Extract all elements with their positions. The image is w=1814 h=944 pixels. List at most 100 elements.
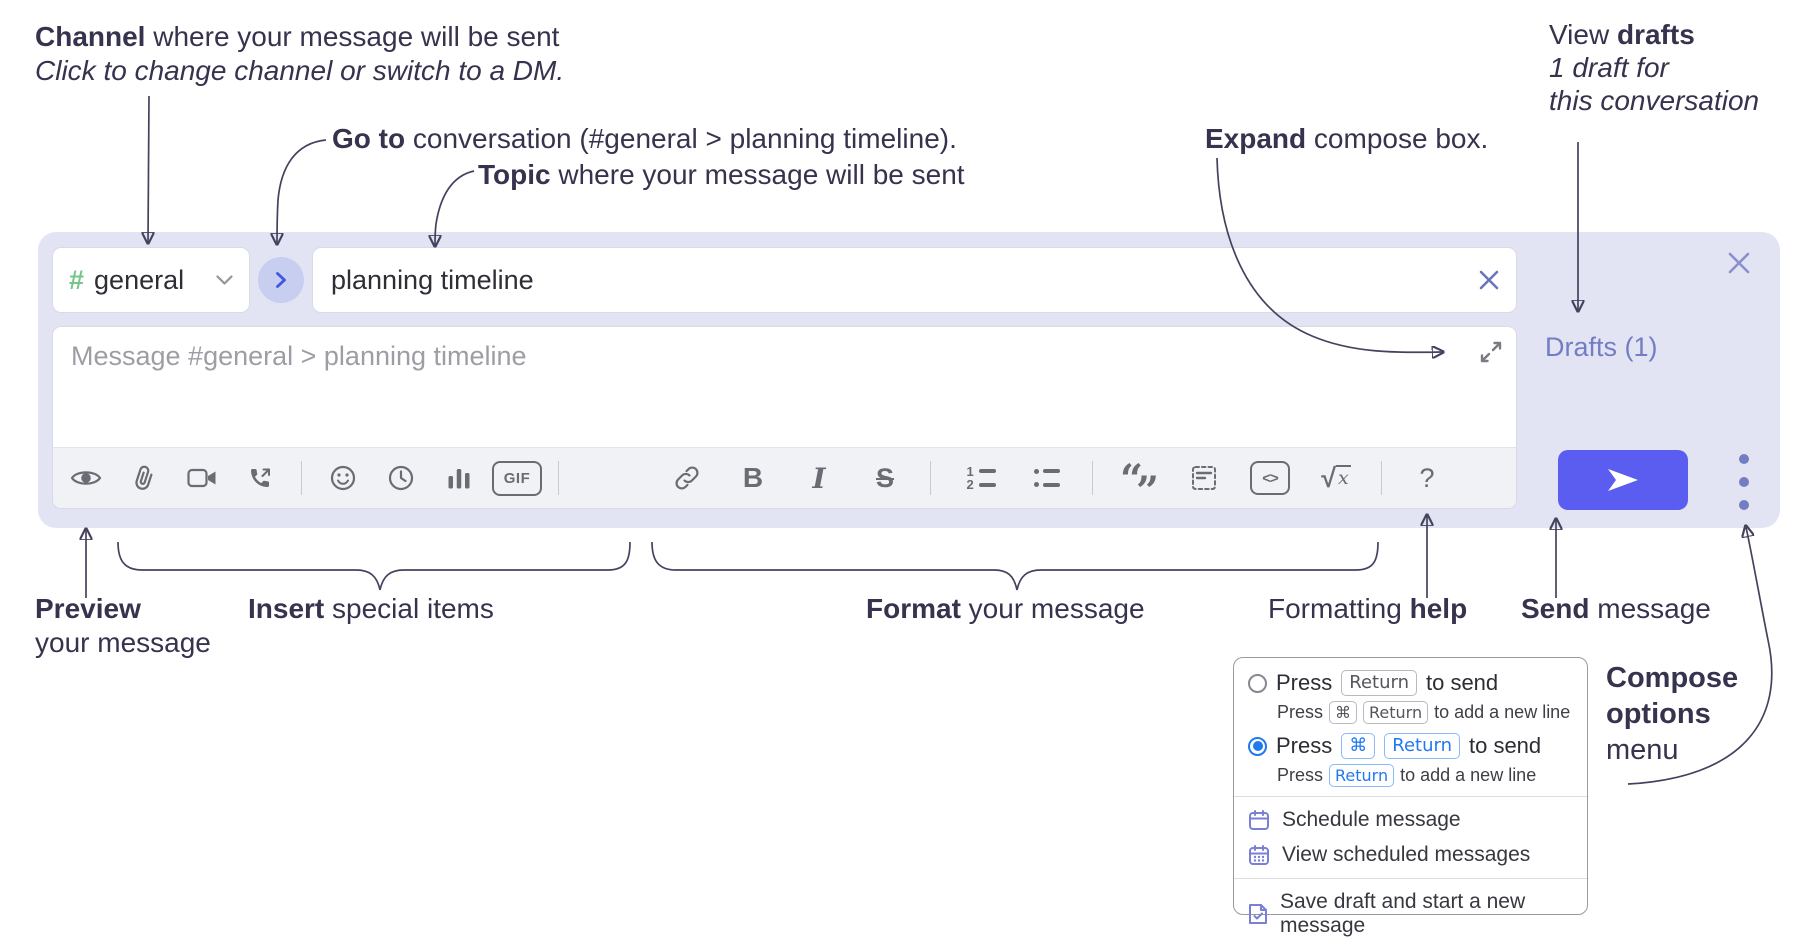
channel-annotation-line2: Click to change channel or switch to a D… <box>35 55 565 86</box>
channel-name: general <box>94 264 185 295</box>
chevron-right-icon <box>276 272 286 288</box>
clear-topic-icon[interactable] <box>1476 267 1502 293</box>
send-button[interactable] <box>1558 450 1688 510</box>
poll-icon[interactable] <box>430 455 488 501</box>
compose-options-rest: menu <box>1606 734 1679 766</box>
quote-close-glyph: ” <box>1135 468 1159 509</box>
channel-hash-icon: # <box>69 264 85 295</box>
bulleted-list-icon[interactable] <box>1014 455 1080 501</box>
formatting-help-pre: Formatting <box>1268 593 1410 624</box>
chevron-down-icon <box>216 274 233 285</box>
gif-icon[interactable]: GIF <box>488 455 546 501</box>
preview-icon[interactable] <box>57 455 115 501</box>
expand-annotation-bold: Expand <box>1205 123 1307 154</box>
bold-icon[interactable]: B <box>742 462 764 493</box>
spoiler-icon[interactable] <box>1171 455 1237 501</box>
return-key-blue: Return <box>1384 733 1460 759</box>
topic-input[interactable] <box>313 264 1476 296</box>
drafts-link[interactable]: Drafts (1) <box>1545 332 1658 362</box>
quote-icon[interactable]: “” <box>1105 455 1171 509</box>
formatting-help-bold: help <box>1409 593 1468 624</box>
close-compose-button[interactable] <box>1724 248 1754 278</box>
go-to-conversation-button[interactable] <box>258 257 304 303</box>
compose-options-menu: Press Return to send Press ⌘ Return to a… <box>1233 657 1588 937</box>
view-drafts-line3: this conversation <box>1549 85 1760 116</box>
send-icon <box>1608 469 1638 491</box>
press-label: Press <box>1276 733 1333 758</box>
press-label: Press <box>1277 765 1324 785</box>
press-label: Press <box>1277 702 1324 722</box>
preview-annotation: Preview your message <box>35 592 211 660</box>
to-newline-label: to add a new line <box>1434 702 1571 722</box>
send-annotation: Send message <box>1521 592 1711 626</box>
channel-arrow <box>148 95 149 242</box>
numbered-list-icon[interactable]: 1 2 <box>948 455 1014 501</box>
ol-digit-1: 1 <box>966 463 974 479</box>
view-drafts-bold: drafts <box>1616 19 1695 50</box>
format-brace <box>651 541 1379 591</box>
expand-compose-icon[interactable] <box>1478 339 1504 365</box>
topic-annotation-bold: Topic <box>478 159 551 190</box>
compose-options-annotation: Compose options menu <box>1606 660 1738 768</box>
return-key: Return <box>1341 670 1417 696</box>
goto-annotation-bold: Go to <box>332 123 406 154</box>
view-scheduled-messages-item[interactable]: View scheduled messages <box>1248 843 1573 867</box>
insert-annotation-bold: Insert <box>248 593 325 624</box>
toolbar-divider <box>301 461 302 495</box>
menu-divider <box>1234 796 1587 797</box>
radio-unselected-icon[interactable] <box>1248 673 1267 693</box>
channel-selector[interactable]: # general <box>52 247 250 313</box>
save-draft-label: Save draft and start a new message <box>1280 890 1526 937</box>
format-annotation: Format your message <box>866 592 1145 626</box>
to-send-label: to send <box>1425 670 1499 695</box>
goto-arrow <box>277 139 327 243</box>
topic-input-wrapper <box>312 247 1517 313</box>
cmd-enter-sends-option[interactable]: Press ⌘ Return to send <box>1248 733 1573 759</box>
close-icon <box>1728 252 1750 274</box>
compose-options-bold1: Compose <box>1606 662 1739 694</box>
toolbar-divider <box>930 461 931 495</box>
math-icon[interactable]: √x <box>1303 455 1369 501</box>
to-newline-label: to add a new line <box>1400 765 1537 785</box>
cmd-key-blue: ⌘ <box>1341 733 1376 759</box>
radio-selected-icon[interactable] <box>1248 736 1267 756</box>
enter-sends-option[interactable]: Press Return to send <box>1248 670 1573 696</box>
compose-options-button[interactable] <box>1739 454 1749 510</box>
goto-annotation-rest: conversation (#general > planning timeli… <box>405 123 957 154</box>
calendar-dots-icon <box>1249 845 1269 865</box>
topic-annotation-rest: where your message will be sent <box>550 159 965 190</box>
cmd-enter-sends-subtext: Press Return to add a new line <box>1277 764 1573 787</box>
return-key: Return <box>1363 701 1429 724</box>
channel-annotation-rest: where your message will be sent <box>145 21 560 52</box>
channel-annotation-bold: Channel <box>35 21 146 52</box>
attach-file-icon[interactable] <box>109 447 178 508</box>
message-input[interactable] <box>53 327 1516 442</box>
link-icon[interactable] <box>654 455 720 501</box>
compose-options-bold2: options <box>1606 698 1711 730</box>
schedule-message-item[interactable]: Schedule message <box>1248 808 1573 832</box>
italic-icon[interactable]: I <box>812 461 826 495</box>
compose-box: # general <box>38 232 1780 528</box>
code-icon[interactable]: <> <box>1237 455 1303 501</box>
ol-digit-2: 2 <box>966 477 974 493</box>
to-send-label: to send <box>1468 733 1542 758</box>
return-key-blue: Return <box>1329 764 1395 787</box>
toolbar-divider <box>1092 461 1093 495</box>
format-annotation-bold: Format <box>866 593 961 624</box>
emoji-icon[interactable] <box>314 455 372 501</box>
formatting-help-annotation: Formatting help <box>1268 592 1467 626</box>
send-annotation-rest: message <box>1589 593 1711 624</box>
message-box: GIF B I S 1 2 <box>52 326 1517 509</box>
video-call-icon[interactable] <box>173 455 231 501</box>
strikethrough-icon[interactable]: S <box>875 462 894 493</box>
time-icon[interactable] <box>372 455 430 501</box>
menu-divider <box>1234 878 1587 879</box>
voice-call-icon[interactable] <box>231 455 289 501</box>
save-draft-item[interactable]: Save draft and start a new message <box>1248 890 1573 938</box>
toolbar-divider <box>1381 461 1382 495</box>
goto-annotation: Go to conversation (#general > planning … <box>332 122 957 156</box>
preview-annotation-bold: Preview <box>35 593 141 624</box>
formatting-help-icon[interactable]: ? <box>1419 462 1435 493</box>
insert-annotation: Insert special items <box>248 592 494 626</box>
cmd-key: ⌘ <box>1329 701 1358 724</box>
